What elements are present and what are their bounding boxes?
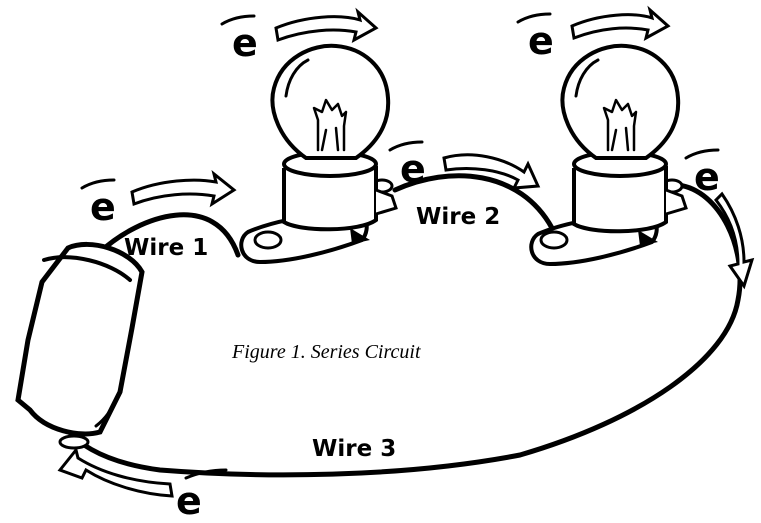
figure-caption: Figure 1. Series Circuit (231, 341, 421, 363)
wire-1-label: Wire 1 (124, 235, 208, 261)
electron-flow-arrow-icon (274, 7, 379, 43)
electron-symbol: e (176, 468, 228, 523)
light-bulb-icon (239, 43, 398, 265)
light-bulb-icon (529, 43, 688, 267)
svg-text:e: e (176, 479, 202, 523)
svg-text:e: e (400, 147, 426, 191)
electron-flow-arrow-icon (442, 153, 541, 190)
electron-symbol: e (516, 12, 554, 63)
electron-flow-arrow-icon (57, 446, 174, 498)
svg-text:e: e (528, 19, 554, 63)
wire-3-label: Wire 3 (312, 436, 396, 462)
svg-text:e: e (694, 155, 720, 199)
svg-text:e: e (232, 21, 258, 65)
electron-flow-arrow-icon (130, 170, 237, 208)
electron-flow-arrow-icon (714, 191, 755, 290)
electron-symbol: e (220, 14, 258, 65)
electron-symbol: e (684, 148, 720, 199)
battery-icon (15, 242, 145, 450)
wire-2-label: Wire 2 (416, 204, 500, 230)
svg-text:e: e (90, 185, 116, 229)
electron-symbol: e (80, 178, 116, 229)
electron-flow-arrow-icon (570, 5, 671, 41)
electron-symbol: e (388, 140, 426, 191)
